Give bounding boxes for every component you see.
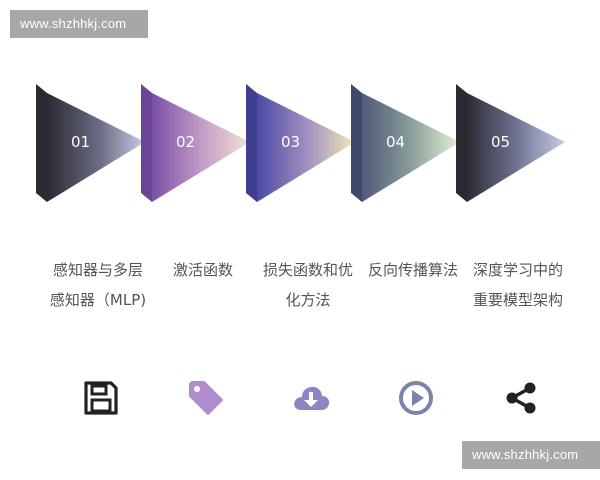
arrow-1-body: [47, 93, 145, 202]
step-number-2: 02: [176, 133, 195, 151]
share-icon: [506, 382, 536, 414]
arrow-step-4: 04: [351, 84, 460, 202]
arrow-2-body: [152, 93, 250, 202]
arrow-5-body: [467, 93, 565, 202]
step-number-3: 03: [281, 133, 300, 151]
step-label-5: 深度学习中的重要模型架构: [472, 261, 563, 309]
arrow-step-2: 02: [141, 84, 250, 202]
arrow-4-side: [351, 84, 362, 202]
arrow-step-5: 05: [456, 84, 565, 202]
arrow-4-body: [362, 93, 460, 202]
floppy-disk-icon: [84, 381, 118, 415]
play-circle-icon: [399, 381, 433, 415]
watermark-bottom: www.shzhhkj.com: [462, 441, 600, 469]
step-number-1: 01: [71, 133, 90, 151]
watermark-top: www.shzhhkj.com: [10, 10, 148, 38]
step-label-4: 反向传播算法: [367, 261, 458, 279]
step-label-3: 损失函数和优化方法: [262, 261, 353, 309]
process-arrows: 01 02 03 04 05: [36, 84, 565, 202]
arrow-3-side: [246, 84, 257, 202]
arrow-1-side: [36, 84, 47, 202]
step-number-4: 04: [386, 133, 405, 151]
cloud-download-icon: [294, 386, 330, 410]
step-number-5: 05: [491, 133, 510, 151]
arrow-step-1: 01: [36, 84, 145, 202]
arrow-5-side: [456, 84, 467, 202]
step-label-1: 感知器与多层感知器（MLP): [49, 261, 147, 309]
arrow-step-3: 03: [246, 84, 355, 202]
tag-icon: [189, 381, 223, 415]
arrow-3-body: [257, 93, 355, 202]
step-label-2: 激活函数: [172, 261, 233, 279]
arrow-2-side: [141, 84, 152, 202]
